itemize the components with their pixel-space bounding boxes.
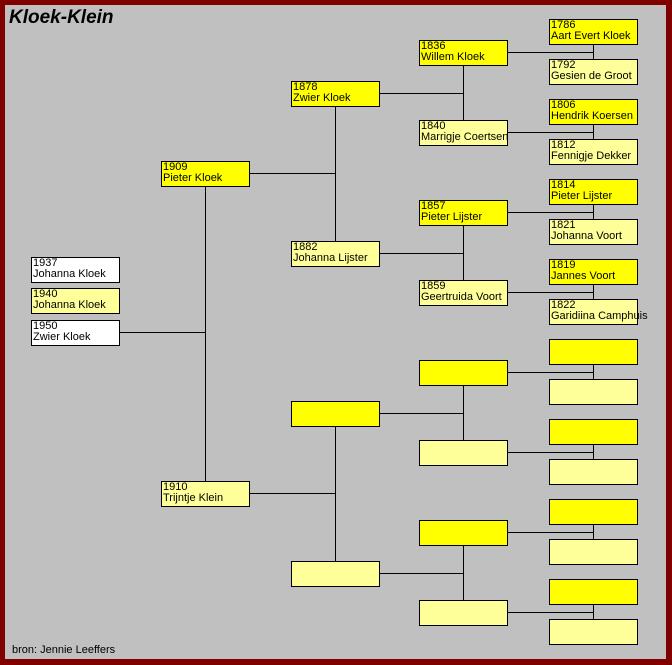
person-name: Garidiina Camphuis	[551, 310, 648, 322]
person-name: Pieter Lijster	[551, 190, 613, 202]
birth-year: 1786	[551, 19, 576, 31]
birth-year: 1950	[33, 320, 58, 332]
person-name: Pieter Lijster	[421, 211, 483, 223]
birth-year: 1792	[551, 59, 576, 71]
birth-year: 1909	[163, 161, 188, 173]
person-name: Hendrik Koersen	[551, 110, 633, 122]
birth-year: 1821	[551, 219, 576, 231]
birth-year: 1940	[33, 288, 58, 300]
person-name: Trijntje Klein	[163, 492, 224, 504]
father-box-gen3[interactable]	[419, 520, 508, 546]
page-title: Kloek-Klein	[9, 7, 114, 28]
father-box-gen2[interactable]	[291, 401, 380, 427]
person-name: Zwier Kloek	[33, 331, 91, 343]
father-box-gen4[interactable]	[549, 339, 638, 365]
person-name: Fennigje Dekker	[551, 150, 632, 162]
connector-lines	[119, 44, 594, 619]
birth-year: 1859	[421, 280, 446, 292]
birth-year: 1822	[551, 299, 576, 311]
mother-box-gen2[interactable]	[291, 561, 380, 587]
birth-year: 1840	[421, 120, 446, 132]
person-name: Aart Evert Kloek	[551, 30, 631, 42]
person-name: Johanna Lijster	[293, 252, 368, 264]
person-name: Johanna Voort	[551, 230, 622, 242]
person-name: Geertruida Voort	[421, 291, 502, 303]
person-name: Willem Kloek	[421, 51, 485, 63]
mother-box-gen4[interactable]	[549, 459, 638, 485]
mother-box-gen4[interactable]	[549, 619, 638, 645]
mother-box-gen3[interactable]	[419, 440, 508, 466]
birth-year: 1937	[33, 257, 58, 269]
mother-box-gen4[interactable]	[549, 379, 638, 405]
father-box-gen4[interactable]	[549, 579, 638, 605]
birth-year: 1836	[421, 40, 446, 52]
birth-year: 1819	[551, 259, 576, 271]
birth-year: 1814	[551, 179, 576, 191]
source-credit: bron: Jennie Leeffers	[12, 644, 116, 656]
father-box-gen3[interactable]	[419, 360, 508, 386]
person-name: Johanna Kloek	[33, 268, 106, 280]
person-name: Jannes Voort	[551, 270, 616, 282]
person-name: Zwier Kloek	[293, 92, 351, 104]
father-box-gen4[interactable]	[549, 499, 638, 525]
person-name: Marrigje Coertsen	[421, 131, 509, 143]
person-name: Pieter Kloek	[163, 172, 223, 184]
birth-year: 1878	[293, 81, 318, 93]
person-name: Gesien de Groot	[551, 70, 632, 82]
birth-year: 1882	[293, 241, 318, 253]
mother-box-gen3[interactable]	[419, 600, 508, 626]
birth-year: 1806	[551, 99, 576, 111]
birth-year: 1857	[421, 200, 446, 212]
father-box-gen4[interactable]	[549, 419, 638, 445]
mother-box-gen4[interactable]	[549, 539, 638, 565]
person-name: Johanna Kloek	[33, 299, 106, 311]
birth-year: 1910	[163, 481, 188, 493]
birth-year: 1812	[551, 139, 576, 151]
